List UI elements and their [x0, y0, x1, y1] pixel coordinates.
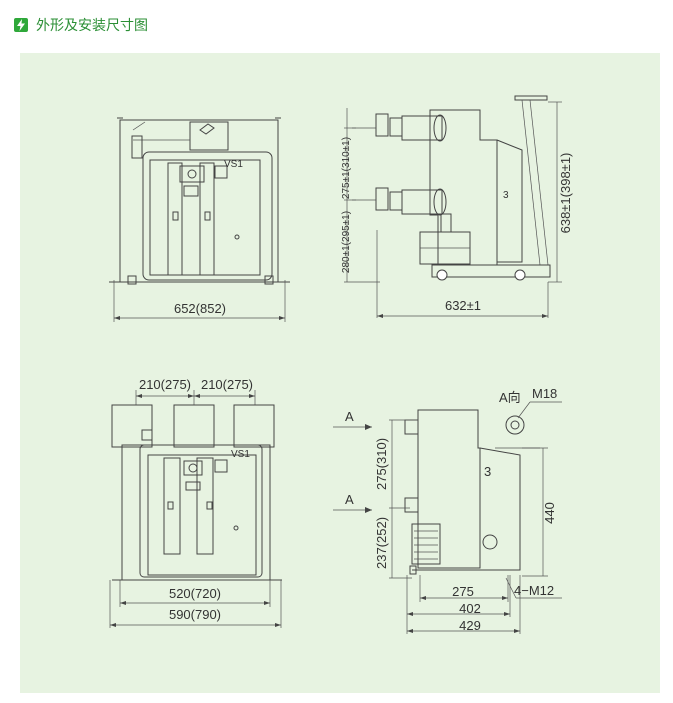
pitch-left-label: 210(275) [139, 377, 191, 392]
mount-bolt-label: 4−M12 [514, 583, 554, 598]
ref-number: 3 [503, 190, 509, 201]
dim-275-label: 275 [452, 584, 474, 599]
pitch-right-label: 210(275) [201, 377, 253, 392]
front-view-bottom: 210(275) 210(275) 520(720) 590(790) VS1 [109, 377, 282, 628]
depth-dimension-label: 632±1 [445, 298, 481, 313]
inner-width-label: 520(720) [169, 586, 221, 601]
width-dimension-label: 652(852) [174, 301, 226, 316]
side-view-bottom: A A A向 M18 275(310) 237(252) [333, 386, 562, 634]
height-dimension-label: 440 [542, 502, 557, 524]
view-arrow-a-top: A [345, 409, 354, 424]
side-view-top: 275±1(310±1) 280±1(295±1) 638±1(398±1) 6… [341, 95, 573, 318]
bolt-size-label: M18 [532, 386, 557, 401]
dim-402-label: 402 [459, 601, 481, 616]
section-header: 外形及安装尺寸图 [14, 14, 148, 36]
section-title: 外形及安装尺寸图 [36, 18, 148, 34]
ref-number: 3 [484, 464, 491, 479]
height-dimension-label: 638±1(398±1) [558, 153, 573, 234]
model-badge: VS1 [224, 159, 243, 170]
a-view-label: A向 [499, 390, 521, 405]
dim-429-label: 429 [459, 618, 481, 633]
lightning-icon [14, 18, 28, 32]
upper-height-label: 275(310) [374, 438, 389, 490]
upper-spacing-label: 275±1(310±1) [341, 137, 352, 199]
front-view-top: 652(852) VS1 [109, 117, 290, 322]
drawing-panel [20, 53, 660, 693]
model-badge: VS1 [231, 449, 250, 460]
view-arrow-a-bottom: A [345, 492, 354, 507]
lower-spacing-label: 280±1(295±1) [341, 211, 352, 273]
outer-width-label: 590(790) [169, 607, 221, 622]
lower-height-label: 237(252) [374, 517, 389, 569]
